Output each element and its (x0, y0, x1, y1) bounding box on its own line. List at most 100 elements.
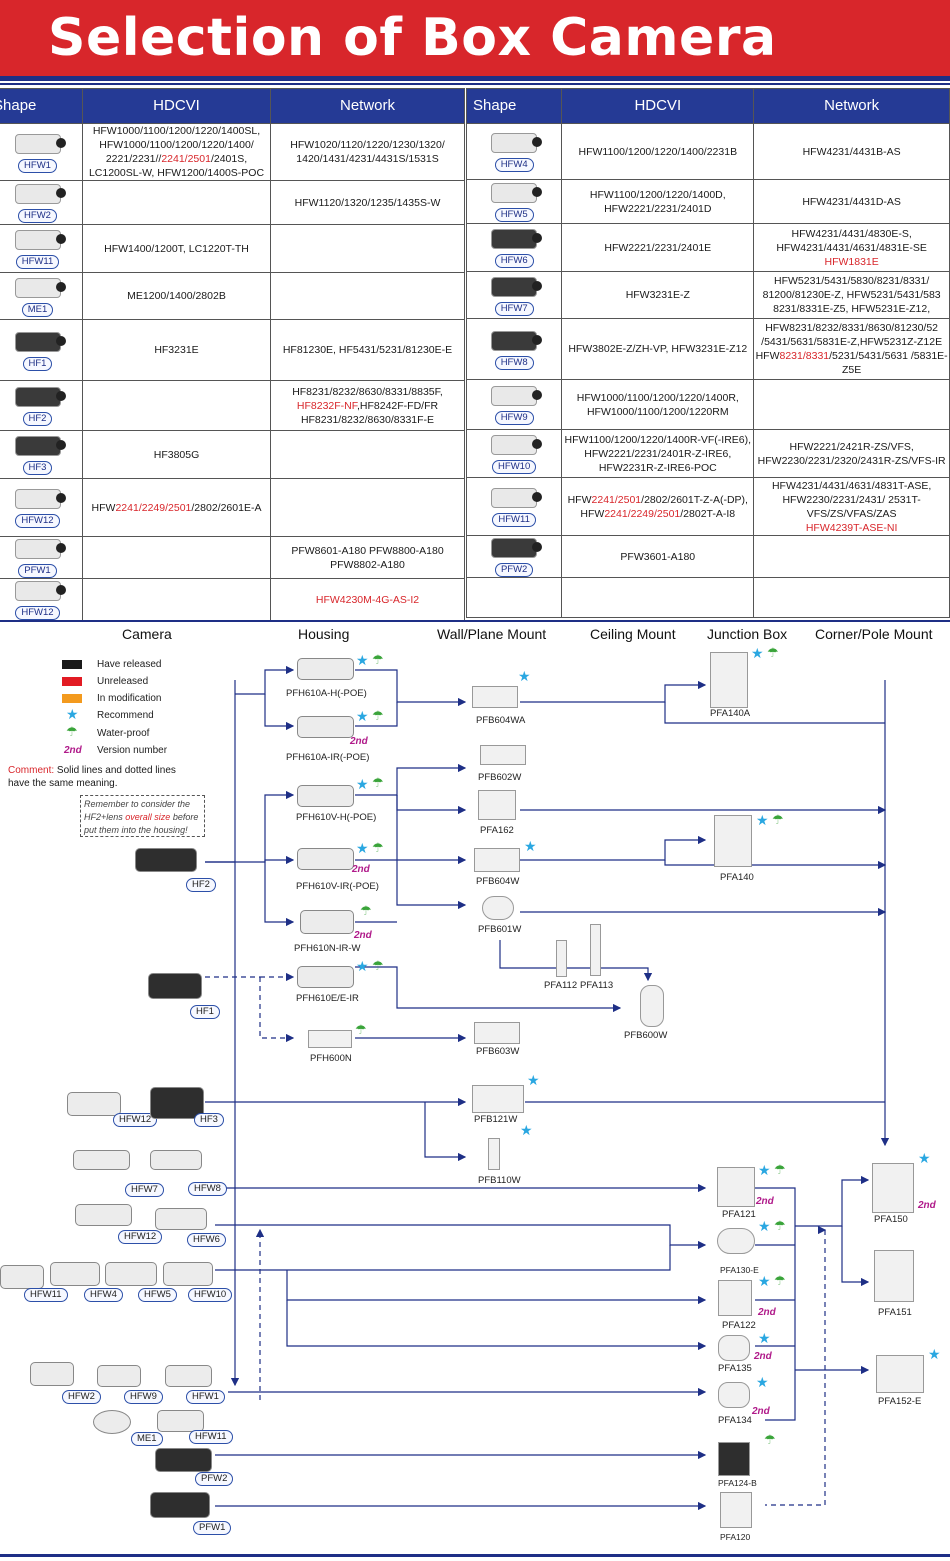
pole-label: PFA152-E (878, 1396, 922, 1407)
mount-image (474, 848, 520, 872)
umbrella-icon: ☂ (355, 1022, 367, 1037)
version-mark: 2nd (752, 1406, 770, 1417)
shape-cell: HFW1 (0, 123, 83, 181)
junction-label: PFA124-B (718, 1478, 757, 1488)
table-row: HF2 HF8231/8232/8630/8331/8835F,HF8232F-… (0, 380, 465, 431)
umbrella-icon: ☂ (372, 652, 384, 667)
network-cell: PFW8601-A180 PFW8800-A180 PFW8802-A180 (270, 536, 465, 579)
camera-image (105, 1262, 157, 1286)
umbrella-icon: ☂ (372, 708, 384, 723)
network-cell: HFW1020/1120/1220/1230/1320/ 1420/1431/4… (270, 123, 465, 181)
housing-image (297, 848, 354, 870)
table-row: HFW12 HFW4230M-4G-AS-I2 (0, 578, 465, 621)
hdcvi-cell: HF3805G (82, 430, 271, 479)
shape-cell: HFW8 (465, 318, 563, 380)
network-cell: HFW8231/8232/8331/8630/81230/52 /5431/56… (753, 318, 950, 380)
camera-badge: HFW7 (125, 1183, 164, 1197)
connection-diagram (205, 665, 890, 1511)
mount-image (472, 1085, 524, 1113)
camera-image (50, 1262, 100, 1286)
shape-cell: HF2 (0, 380, 83, 431)
network-cell: HFW1120/1320/1235/1435S-W (270, 180, 465, 225)
umbrella-icon: ☂ (774, 1273, 786, 1288)
star-icon: ★ (758, 1218, 771, 1234)
shape-cell: HFW12 (0, 578, 83, 621)
camera-badge: HFW8 (188, 1182, 227, 1196)
table-row: HF1 HF3231E HF81230E, HF5431/5231/81230E… (0, 319, 465, 381)
mount-label: PFB604W (476, 876, 520, 887)
model-badge: HFW7 (494, 301, 534, 316)
housing-label: PFH610A-IR(-POE) (286, 752, 370, 763)
camera-image (30, 1362, 74, 1386)
star-icon: ★ (918, 1150, 931, 1166)
junction-label: PFA122 (722, 1320, 756, 1331)
table-header-row: Shape HDCVI Network (465, 88, 950, 124)
shape-cell: HFW9 (465, 379, 563, 430)
umbrella-icon: ☂ (372, 840, 384, 855)
right-selection-table: Shape HDCVI Network HFW4 HFW1100/1200/12… (465, 88, 950, 618)
housing-image (297, 785, 354, 807)
table-row (465, 577, 950, 618)
shape-cell: HFW6 (465, 223, 563, 272)
camera-badge: HF2 (186, 878, 216, 892)
housing-label: PFH610N-IR-W (294, 943, 361, 954)
junction-box-image (714, 815, 752, 867)
shape-cell (465, 577, 563, 618)
model-badge: HFW2 (18, 209, 57, 223)
housing-label: PFH610V-H(-POE) (296, 812, 377, 823)
shape-cell: PFW2 (465, 535, 563, 578)
hdcvi-cell: HFW1000/1100/1200/1220/1400R, HFW1000/11… (561, 379, 755, 430)
housing-image (297, 966, 354, 988)
camera-image (14, 230, 66, 250)
comment-note: Comment: Solid lines and dotted lines ha… (8, 765, 176, 789)
network-cell (270, 272, 465, 320)
network-cell: HFW2221/2421R-ZS/VFS, HFW2230/2231/2320/… (753, 429, 950, 478)
star-icon: ★ (356, 708, 369, 724)
camera-badge: HF3 (194, 1113, 224, 1127)
model-badge: HFW12 (15, 606, 60, 620)
umbrella-icon: ☂ (764, 1432, 776, 1447)
model-badge: HF3 (22, 461, 53, 475)
model-badge: PFW1 (18, 564, 57, 578)
legend-swatch-released (62, 660, 82, 669)
mount-image (482, 896, 514, 920)
hdcvi-cell: PFW3601-A180 (561, 535, 755, 578)
hdcvi-cell: HFW2241/2501/2802/2601T-Z-A(-DP), HFW224… (561, 477, 755, 536)
umbrella-icon: ☂ (360, 903, 372, 918)
star-icon: ★ (756, 812, 769, 828)
banner-stripe (0, 76, 950, 81)
version-mark: 2nd (754, 1351, 772, 1362)
camera-image (491, 183, 543, 203)
section-divider (0, 620, 950, 622)
shape-cell: HFW2 (0, 180, 83, 225)
pole-label: PFA151 (878, 1307, 912, 1318)
network-cell: HFW5231/5431/5830/8231/8331/ 81200/81230… (753, 271, 950, 319)
camera-image (73, 1150, 130, 1170)
camera-image (491, 435, 543, 455)
camera-image (165, 1365, 212, 1387)
network-cell: HFW4231/4431/4631/4831T-ASE, HFW2230/223… (753, 477, 950, 536)
table-row: HF3 HF3805G (0, 430, 465, 479)
junction-label: PFA140 (720, 872, 754, 883)
bottom-stripe (0, 1554, 950, 1557)
shape-cell: HFW4 (465, 123, 563, 180)
camera-image (75, 1204, 132, 1226)
camera-image (491, 330, 543, 351)
model-badge: HFW8 (494, 355, 534, 370)
mount-label: PFA113 (580, 980, 614, 991)
junction-label: PFA135 (718, 1363, 752, 1374)
model-badge: HFW11 (15, 255, 60, 269)
camera-image (491, 276, 543, 297)
mount-label: PFB604WA (476, 715, 526, 726)
camera-image (0, 1265, 44, 1289)
camera-badge: HFW1 (186, 1390, 225, 1404)
network-cell: HFW4230M-4G-AS-I2 (270, 578, 465, 621)
camera-image (150, 1087, 204, 1119)
network-cell (753, 379, 950, 430)
left-selection-table: Shape HDCVI Network HFW1 HFW1000/1100/12… (0, 88, 465, 621)
mount-image (478, 790, 516, 820)
hdcvi-cell: HF3231E (82, 319, 271, 381)
col-shape: Shape (0, 88, 83, 124)
camera-badge: HFW5 (138, 1288, 177, 1302)
star-icon: ★ (928, 1346, 941, 1362)
